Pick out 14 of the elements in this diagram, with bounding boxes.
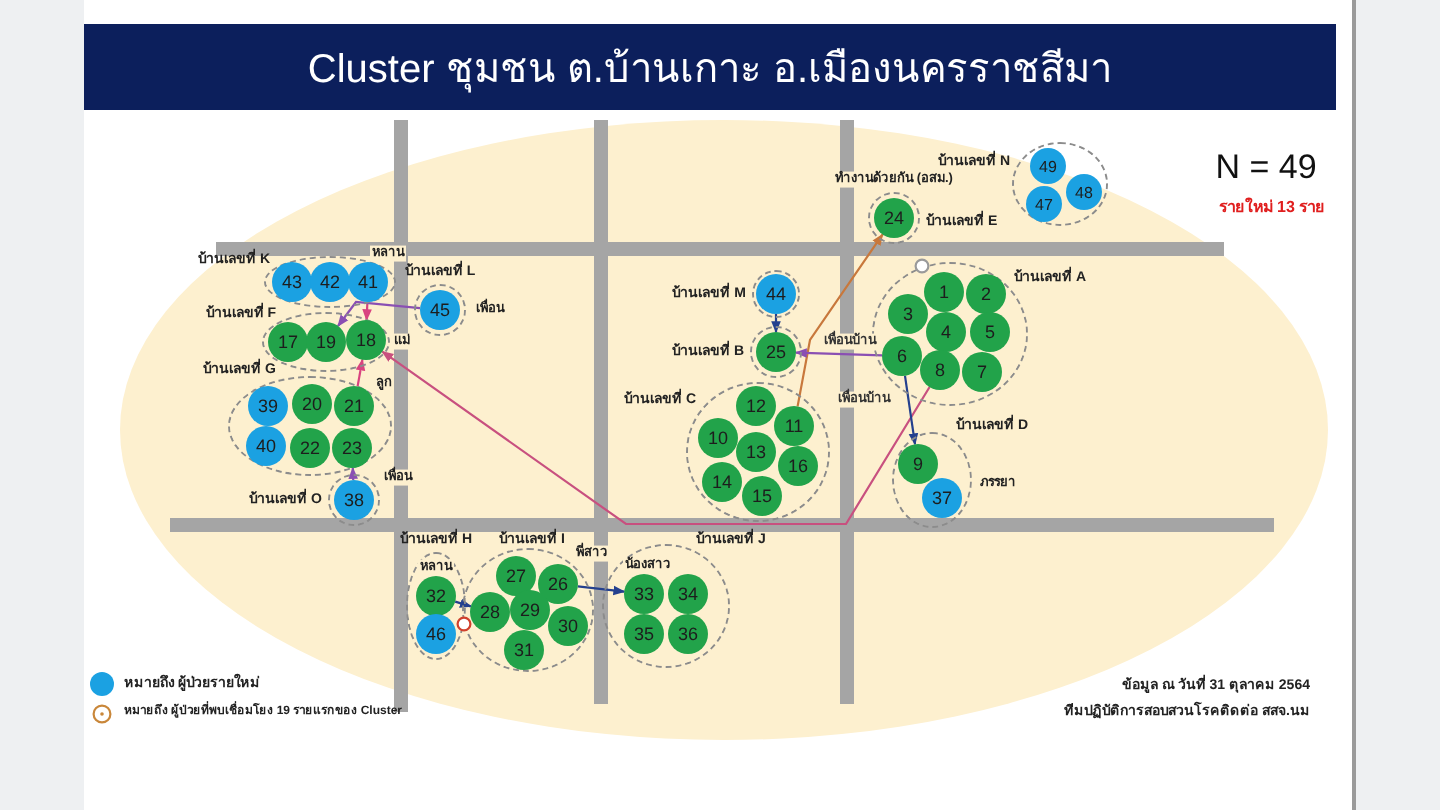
arrow bbox=[794, 348, 883, 358]
arrow bbox=[577, 585, 626, 596]
arrow bbox=[903, 375, 919, 446]
arrow bbox=[337, 300, 421, 327]
arrow bbox=[771, 314, 781, 334]
count-label: N = 49 bbox=[1215, 145, 1317, 190]
arrow bbox=[362, 301, 372, 322]
arrow bbox=[381, 350, 931, 526]
arrow bbox=[355, 358, 366, 387]
arrow bbox=[796, 233, 884, 407]
arrow bbox=[454, 598, 472, 608]
note-label: รายใหม่ 13 ราย bbox=[1218, 197, 1326, 219]
arrow bbox=[348, 466, 358, 481]
title-bar: Cluster ชุมชน ต.บ้านเกาะ อ.เมืองนครราชสีมา bbox=[84, 24, 1336, 110]
